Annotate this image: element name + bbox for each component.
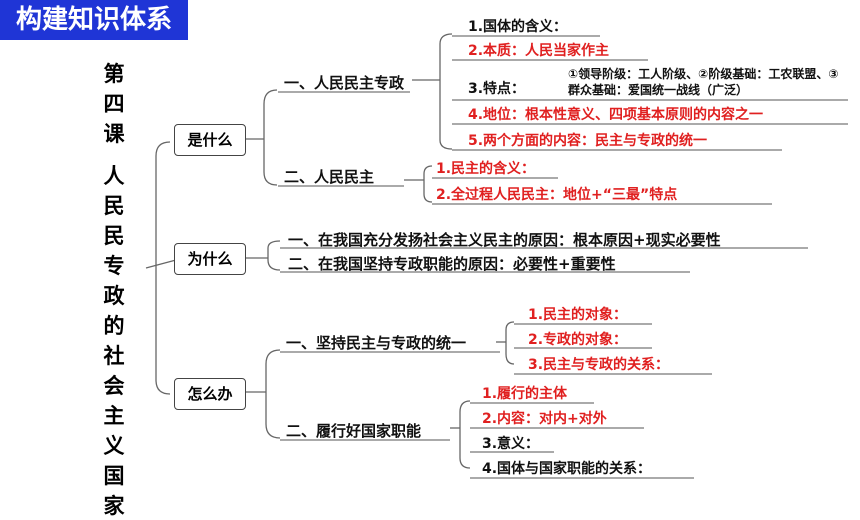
what-b2-item-2: 2.全过程人民民主：地位+“三最”特点 (436, 187, 678, 203)
what-b1-item-1: 1.国体的含义： (468, 19, 568, 35)
connector-lines (145, 33, 848, 479)
how-b2-item-1: 1.履行的主体 (482, 386, 568, 402)
node-how: 怎么办 (174, 378, 246, 410)
how-b2-item-2: 2.内容：对内+对外 (482, 411, 607, 427)
how-b1-item-1: 1.民主的对象： (528, 307, 628, 323)
why-reason-2: 二、在我国坚持专政职能的原因：必要性+重要性 (288, 255, 616, 273)
how-b1-item-2: 2.专政的对象： (528, 332, 628, 348)
what-b1-item-4: 4.地位：根本性意义、四项基本原则的内容之一 (468, 107, 764, 123)
how-b2-item-3: 3.意义： (482, 436, 540, 452)
what-b2-item-1: 1.民主的含义： (436, 161, 536, 177)
how-branch-functions: 二、履行好国家职能 (286, 422, 422, 440)
node-what: 是什么 (174, 124, 246, 156)
lesson-label: 第四课 (103, 62, 125, 146)
section-banner: 构建知识体系 (0, 0, 188, 40)
what-b1-item-5: 5.两个方面的内容：民主与专政的统一 (468, 133, 708, 149)
what-b1-item-2: 2.本质：人民当家作主 (468, 43, 610, 59)
what-branch-dictatorship: 一、人民民主专政 (284, 74, 405, 92)
why-reason-1: 一、在我国充分发扬社会主义民主的原因：根本原因+现实必要性 (288, 231, 721, 249)
how-b1-item-3: 3.民主与专政的关系： (528, 357, 670, 373)
lesson-title: 人民民专政的社会主义国家 (103, 164, 125, 518)
how-b2-item-4: 4.国体与国家职能的关系： (482, 461, 652, 477)
what-b1-item-3: 3.特点： (468, 81, 526, 97)
node-why: 为什么 (174, 243, 246, 275)
what-branch-democracy: 二、人民民主 (284, 168, 375, 186)
how-branch-unity: 一、坚持民主与专政的统一 (286, 334, 467, 352)
what-b1-item-3-detail: ①领导阶级：工人阶级、②阶级基础：工农联盟、③群众基础：爱国统一战线（广泛） (568, 67, 839, 97)
